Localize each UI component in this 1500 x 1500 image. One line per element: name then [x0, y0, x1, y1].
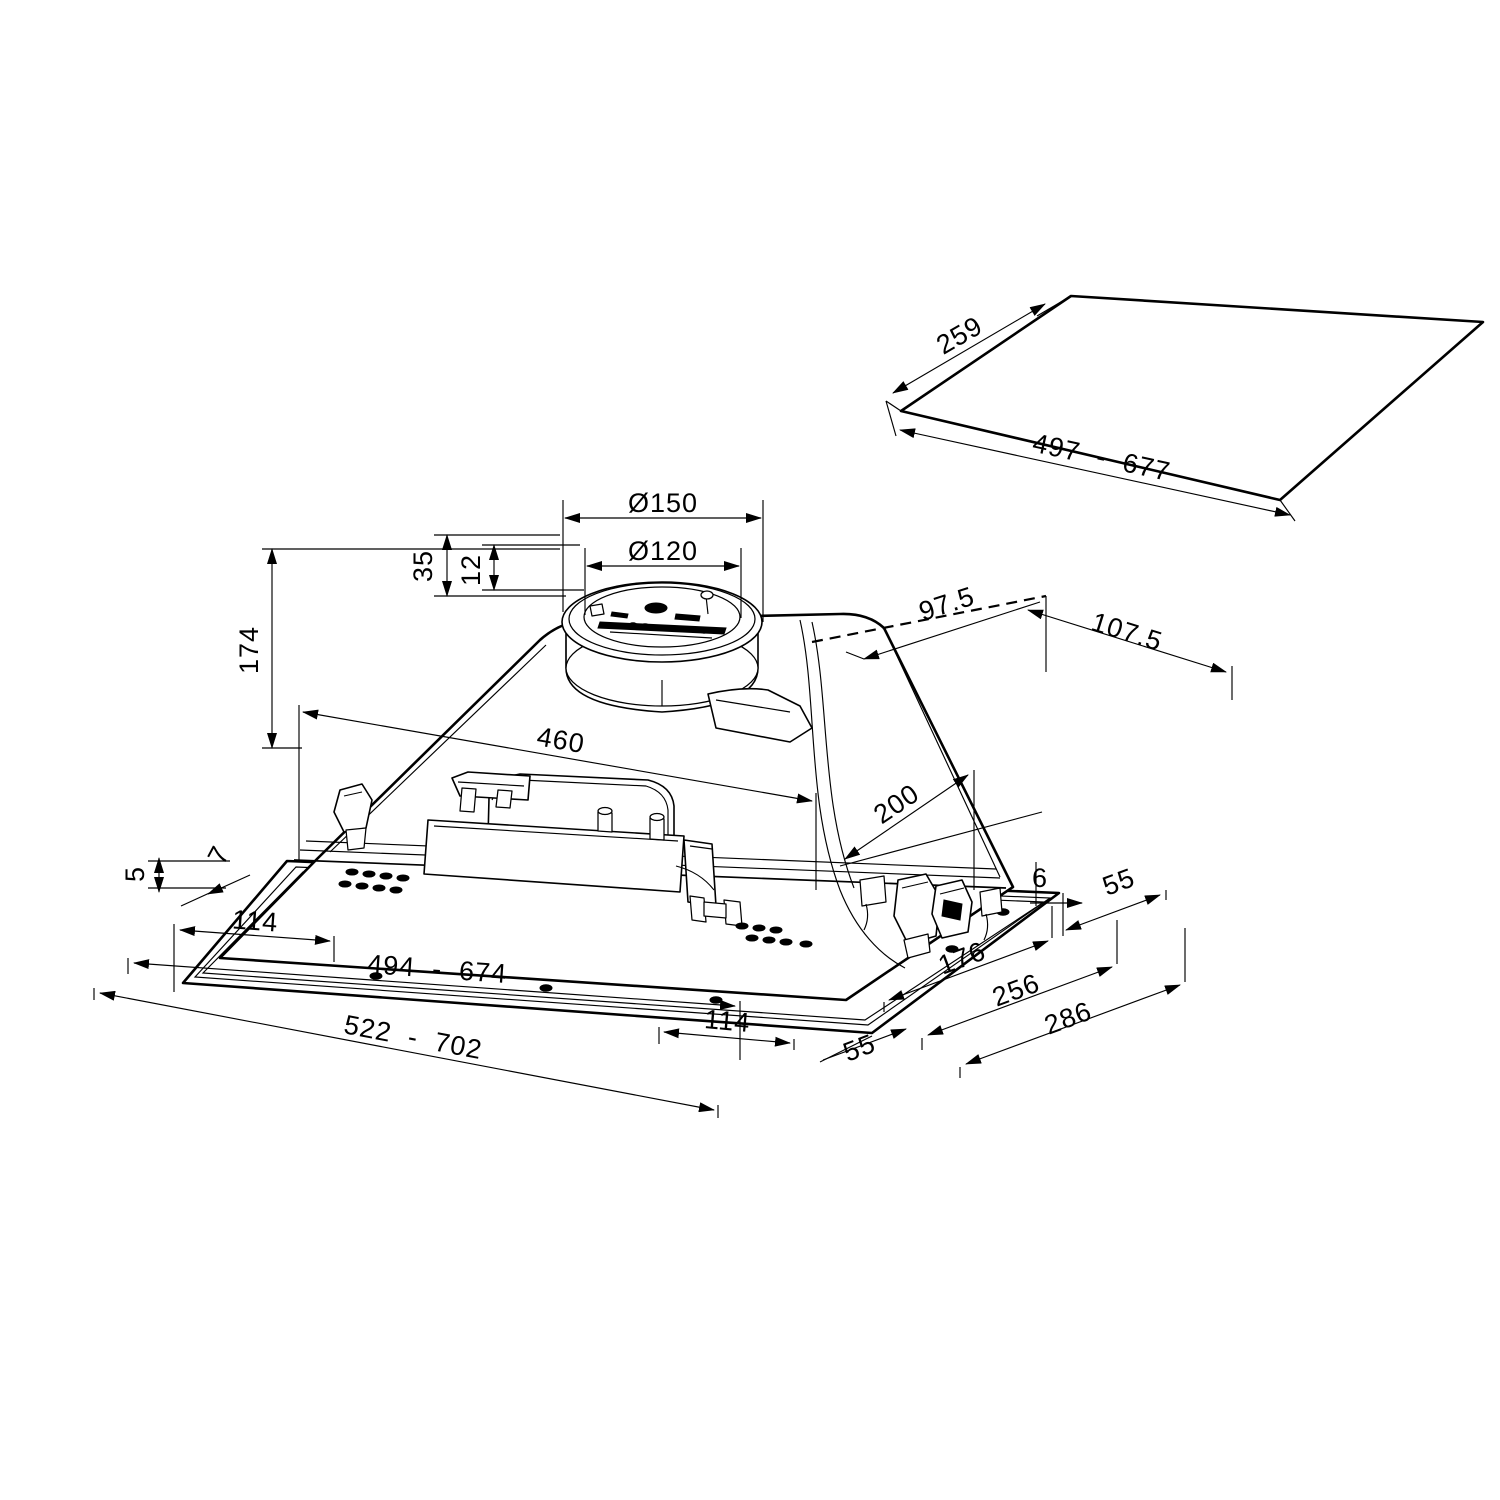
label-55-right: 55	[1099, 862, 1139, 901]
dim-5: 5	[120, 857, 230, 893]
foot-bridge	[703, 901, 727, 919]
dim-114-left: 114	[173, 904, 335, 992]
label-dia120: Ø120	[628, 536, 698, 566]
canopy-right-flank-curve	[799, 619, 906, 969]
label-5: 5	[120, 866, 150, 882]
foot-left	[689, 895, 707, 923]
motor-right-column	[683, 839, 717, 907]
label-55-front: 55	[839, 1028, 880, 1067]
label-6: 6	[1032, 863, 1048, 893]
dim-55-front: 55	[819, 1028, 907, 1068]
dim-7: 7	[180, 841, 251, 907]
hood-main-view	[181, 581, 1061, 1035]
label-286: 286	[1040, 996, 1095, 1041]
dim-12: 12	[456, 544, 584, 591]
label-259: 259	[931, 310, 988, 360]
dim-55-right: 55	[1062, 862, 1167, 936]
cutout-detail-view: 259 497 - 677	[885, 294, 1485, 522]
canopy-right-flank-curve-2	[811, 621, 855, 889]
label-107-5: 107.5	[1088, 607, 1166, 657]
non-return-valve-detail	[589, 590, 727, 639]
canopy-right-fold	[883, 627, 1001, 878]
bracket-tab-left2	[495, 789, 513, 809]
label-97-5: 97.5	[915, 581, 978, 627]
post-2	[649, 817, 665, 841]
duct-collar	[561, 581, 763, 713]
dim-286: 286	[959, 928, 1186, 1078]
label-35: 35	[408, 550, 438, 582]
dim-107-5: 107.5	[1027, 596, 1233, 700]
label-7: 7	[202, 841, 236, 869]
label-522-702: 522 - 702	[342, 1009, 485, 1065]
dim-35: 35	[408, 534, 566, 597]
dim-dia120: Ø120	[584, 536, 742, 618]
label-12: 12	[456, 554, 486, 586]
cutout-inner-line-2	[1279, 321, 1484, 501]
duct-collar-inner-opening	[583, 586, 741, 648]
label-114-left: 114	[231, 904, 279, 937]
label-114-front: 114	[703, 1004, 751, 1038]
hidden-edge-97-5	[811, 594, 1047, 644]
dim-114-front: 114	[658, 1004, 795, 1050]
right-mounting-clips	[859, 873, 1003, 959]
foot-right	[723, 899, 743, 927]
perforations-right	[735, 922, 813, 948]
perforations-left	[338, 868, 410, 894]
wiring-curve	[675, 865, 715, 891]
dim-174: 174	[234, 548, 560, 749]
bracket-tab-left	[459, 787, 477, 813]
dim-dia150: Ø150	[562, 488, 764, 622]
label-256: 256	[988, 968, 1043, 1013]
label-174: 174	[234, 626, 264, 674]
label-dia150: Ø150	[628, 488, 698, 518]
